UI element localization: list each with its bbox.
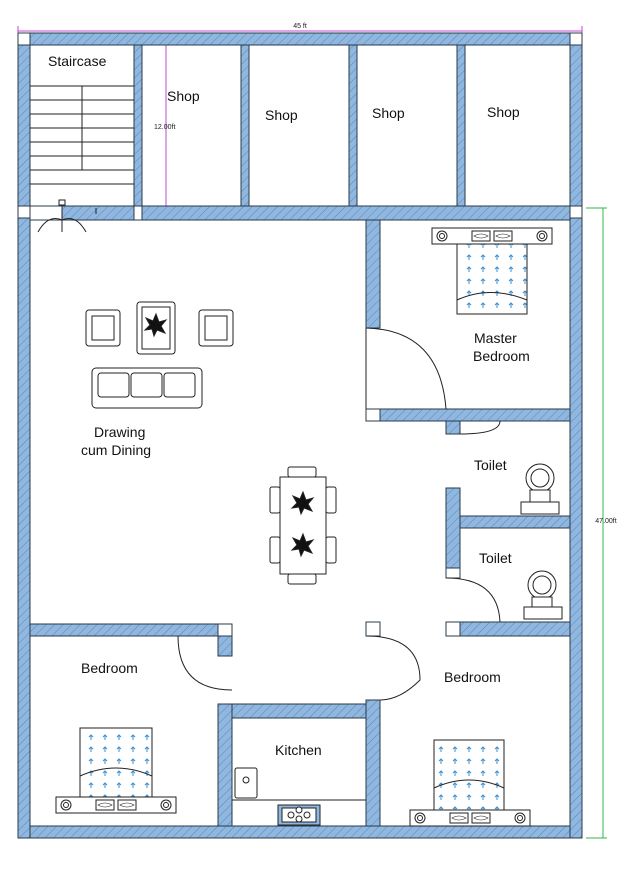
chair-icon xyxy=(325,536,337,564)
staircase: Staircase xyxy=(30,53,134,185)
right-dimension: 47.00ft xyxy=(586,207,617,839)
master-label-line2: Bedroom xyxy=(473,348,530,364)
toilet-icon xyxy=(523,570,563,620)
depth-dimension-label: 47.00ft xyxy=(595,518,616,525)
right-bed-icon xyxy=(409,739,531,827)
master-door-swing-icon xyxy=(365,327,447,410)
shop-3-label: Shop xyxy=(372,105,405,121)
drawing-label-line2: cum Dining xyxy=(81,442,151,458)
dining-table-icon xyxy=(269,466,337,585)
kitchen-counter xyxy=(232,767,366,826)
bedroom-right-label: Bedroom xyxy=(444,669,501,685)
armchair-icon xyxy=(85,309,121,347)
stove-icon xyxy=(277,804,321,826)
shop-1-label: Shop xyxy=(167,88,200,104)
shop-dimension: 12.00ft xyxy=(154,45,175,206)
shop-depth-label: 12.00ft xyxy=(154,124,175,131)
armchair-icon xyxy=(198,309,234,347)
toilet-1-label: Toilet xyxy=(474,457,507,473)
sofa-icon xyxy=(91,367,203,409)
drawing-label-line1: Drawing xyxy=(94,424,145,440)
master-label-line1: Master xyxy=(474,330,517,346)
chair-icon xyxy=(287,573,317,585)
plant-icon xyxy=(143,312,168,338)
left-bed-icon xyxy=(55,727,177,814)
entrance-door-swing-icon xyxy=(37,199,97,233)
living-furniture xyxy=(85,301,234,409)
shop-4-label: Shop xyxy=(487,104,520,120)
walls xyxy=(17,32,583,839)
chair-icon xyxy=(269,486,281,514)
right-door-swing-icon xyxy=(365,635,421,701)
chair-icon xyxy=(287,466,317,478)
left-door-swing-icon xyxy=(177,635,233,691)
shop-2-label: Shop xyxy=(265,107,298,123)
toilet-2 xyxy=(445,570,563,623)
toilet-1 xyxy=(459,420,560,515)
toilet-2-label: Toilet xyxy=(479,550,512,566)
bedroom-left-label: Bedroom xyxy=(81,660,138,676)
chair-icon xyxy=(325,486,337,514)
kitchen-label: Kitchen xyxy=(275,742,322,758)
staircase-label: Staircase xyxy=(48,53,107,69)
master-bed-icon xyxy=(431,227,553,315)
toilet-icon xyxy=(520,463,560,515)
width-dimension-label: 45 ft xyxy=(293,23,307,30)
chair-icon xyxy=(269,536,281,564)
